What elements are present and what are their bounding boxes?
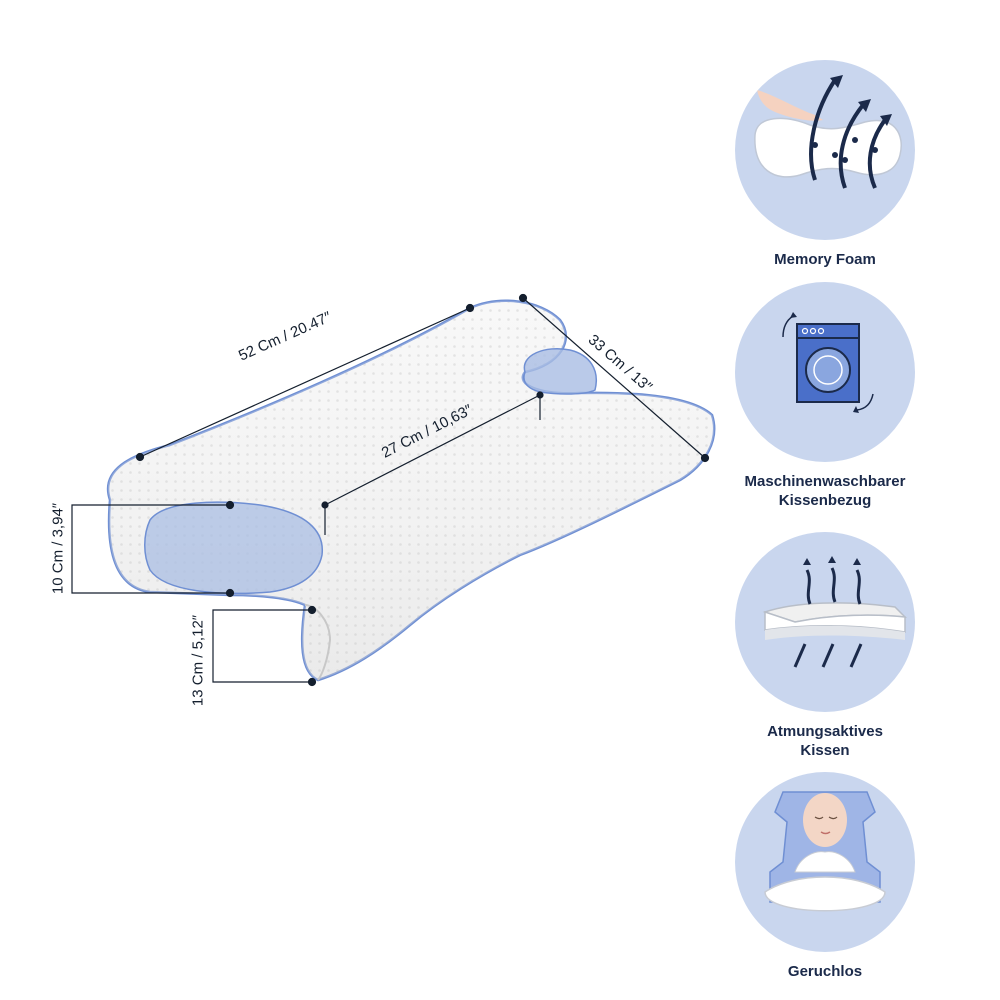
feature-odorless: Geruchlos [715, 772, 935, 981]
feature-label: Geruchlos [787, 963, 863, 980]
washing-machine-icon [735, 282, 915, 462]
sleeping-person-icon [735, 772, 915, 952]
feature-breathable: Atmungsaktives Kissen [715, 532, 935, 760]
dimension-low-height-label: 10 Cm / 3,94″ [49, 502, 67, 595]
dimension-lines [71, 293, 710, 687]
pillow-notch [523, 348, 597, 395]
memory-foam-icon [735, 60, 915, 240]
pillow-end-face [144, 501, 323, 595]
feature-machine-washable: Maschinenwaschbarer Kissenbezug [715, 282, 935, 510]
feature-label: Memory Foam [774, 251, 876, 268]
dimension-high-height-label: 13 Cm / 5,12″ [189, 614, 207, 707]
breathable-pillow-icon [735, 532, 915, 712]
feature-label: Maschinenwaschbarer Kissenbezug [744, 473, 906, 509]
feature-label: Atmungsaktives Kissen [767, 723, 883, 759]
feature-memory-foam: Memory Foam [715, 60, 935, 269]
